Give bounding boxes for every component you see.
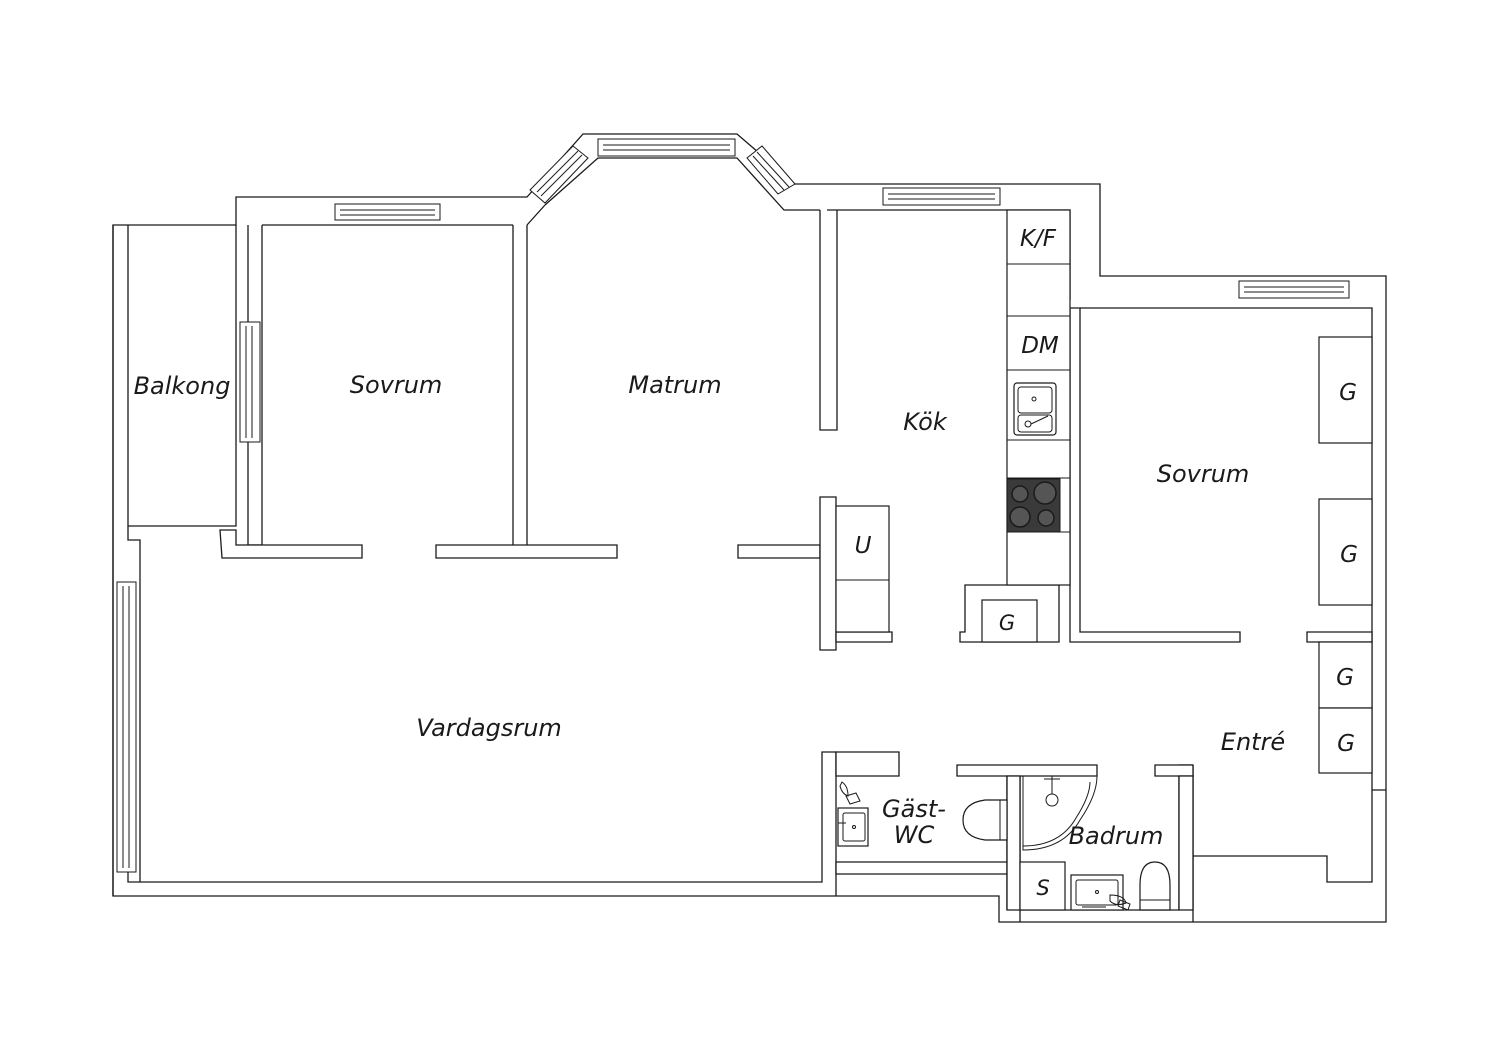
toilet-icon: [962, 799, 1008, 841]
label-sovrum-right: Sovrum: [1157, 460, 1250, 488]
wardrobe-1: [1318, 336, 1373, 444]
label-vardagsrum: Vardagsrum: [416, 714, 562, 742]
label-dm: DM: [1021, 333, 1059, 359]
window-sovrum-right: [1238, 280, 1350, 299]
outer-walls: [112, 133, 1387, 923]
label-badrum: Badrum: [1069, 822, 1164, 850]
label-g-entre-1: G: [1336, 665, 1354, 691]
guest-wc-fixtures: [837, 781, 1008, 847]
label-kok: Kök: [903, 408, 948, 436]
label-u: U: [855, 533, 872, 559]
sink-icon: [1013, 382, 1057, 436]
wardrobe-2: [1318, 498, 1373, 606]
bathroom-fixtures: [1019, 775, 1171, 911]
label-g-wardrobe-2: G: [1340, 542, 1358, 568]
label-balkong: Balkong: [134, 372, 231, 400]
label-entre: Entré: [1221, 728, 1285, 756]
bath-faucet-icon: [1109, 894, 1131, 911]
washbasin-icon: [837, 807, 869, 847]
window-matrum-top: [597, 138, 736, 157]
label-s: S: [1036, 876, 1049, 900]
fixture-labels: K/F DM U G G G G G S: [855, 226, 1358, 900]
s-cabinet: [1019, 861, 1066, 911]
label-kf: K/F: [1020, 226, 1057, 252]
windows: [116, 138, 1350, 873]
wardrobe-entre-2: [1318, 707, 1373, 774]
stove-icon: [1006, 478, 1061, 533]
label-g-wardrobe-1: G: [1339, 380, 1357, 406]
u-cabinet: [835, 505, 890, 633]
label-gast-wc-1: Gäst-: [882, 795, 946, 823]
g-kitchen-cabinet: [981, 599, 1038, 643]
bath-toilet-icon: [1139, 861, 1171, 911]
window-vardagsrum-left: [116, 581, 137, 873]
window-matrum-right: [746, 145, 796, 195]
bath-washbasin-icon: [1070, 874, 1124, 911]
label-g-entre-2: G: [1337, 731, 1355, 757]
window-sovrum-left: [334, 203, 441, 221]
faucet-icon: [839, 781, 861, 805]
label-gast-wc-2: WC: [894, 821, 935, 849]
window-balkong-door: [239, 321, 261, 443]
window-matrum-left: [529, 145, 589, 204]
room-labels: Balkong Sovrum Matrum Kök Sovrum Vardags…: [134, 371, 1286, 850]
window-kok: [882, 187, 1001, 206]
wardrobes: [1318, 336, 1373, 774]
shower-icon: [1022, 775, 1098, 851]
label-sovrum-left: Sovrum: [350, 371, 443, 399]
label-matrum: Matrum: [628, 371, 721, 399]
label-g-kitchen: G: [999, 611, 1015, 635]
